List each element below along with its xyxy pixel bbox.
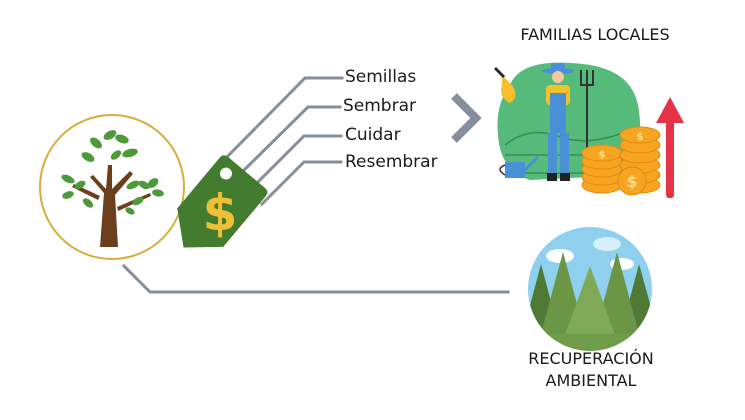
dollar-sign: $ <box>203 184 238 242</box>
tree-icon <box>61 130 164 247</box>
watering-can-icon <box>499 155 540 178</box>
svg-text:$: $ <box>626 172 637 191</box>
trowel-icon <box>501 75 516 103</box>
connector-sembrar <box>231 105 342 183</box>
step-label: Sembrar <box>343 96 416 116</box>
recovery-line-1: RECUPERACIÓN <box>528 349 654 368</box>
chevron-right-icon <box>451 93 482 143</box>
step-label: Cuidar <box>345 125 401 145</box>
farmer-figure <box>542 63 594 181</box>
connector-semillas <box>215 76 344 169</box>
step-label: Semillas <box>345 67 417 87</box>
svg-text:$: $ <box>637 132 644 143</box>
families-title: FAMILIAS LOCALES <box>520 25 670 44</box>
farmer-income-illustration: $ $ $ <box>493 62 684 198</box>
svg-text:$: $ <box>599 150 606 161</box>
forest-icon <box>528 227 652 351</box>
arrow-up-icon <box>656 97 684 198</box>
price-tag-icon: $ <box>177 155 268 248</box>
recovery-title: RECUPERACIÓN AMBIENTAL <box>496 348 686 393</box>
step-label: Resembrar <box>345 152 438 172</box>
connector-recovery <box>121 263 510 294</box>
coin-stack-icon: $ $ $ <box>581 126 661 196</box>
connector-cuidar <box>245 134 343 195</box>
recovery-line-2: AMBIENTAL <box>545 371 637 391</box>
connector-resembrar <box>259 160 343 207</box>
tree-circle <box>39 114 185 260</box>
